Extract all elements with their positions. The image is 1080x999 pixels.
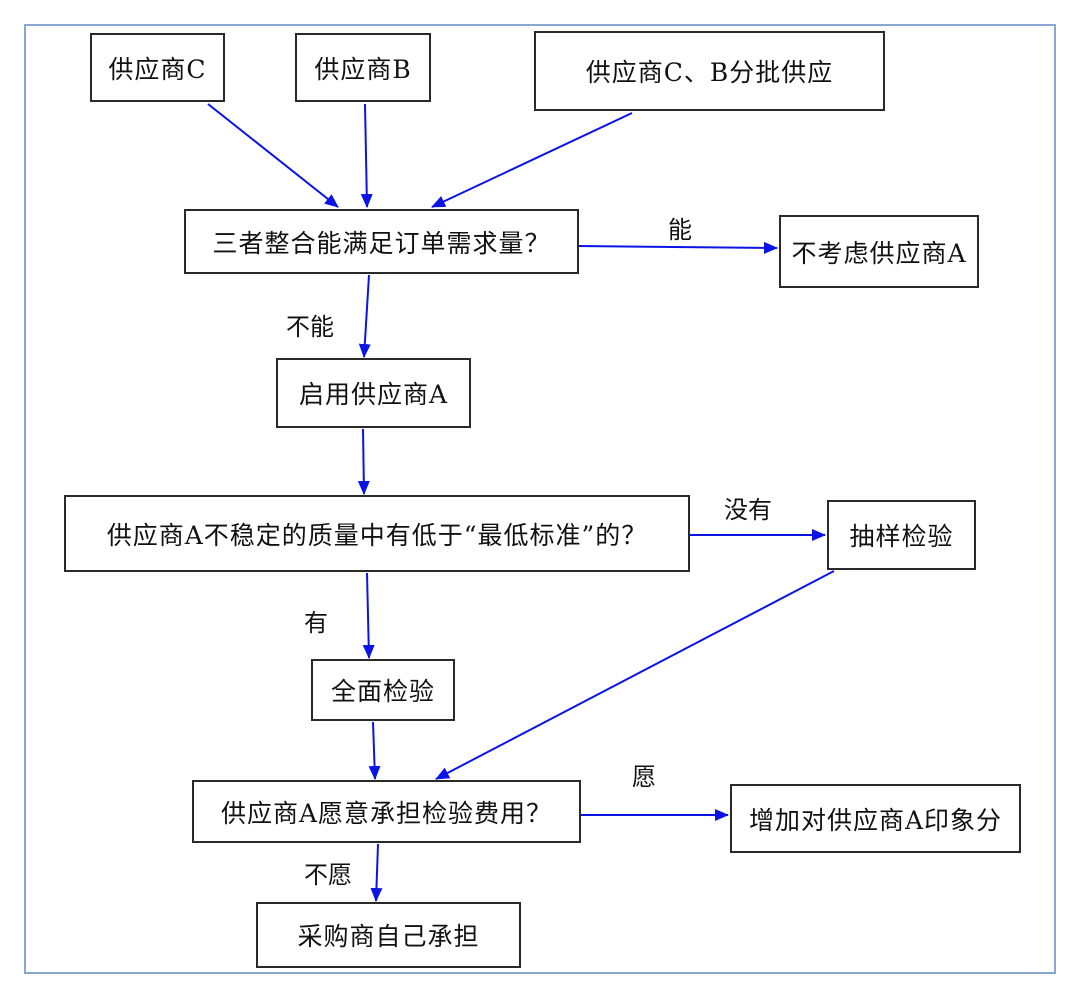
edge-label-no: 没有 (724, 496, 772, 524)
node-decision-meet-demand: 三者整合能满足订单需求量？ (184, 209, 579, 274)
edge-decision2-to-full (362, 572, 375, 659)
node-supplier-cb-batch: 供应商C、B分批供应 (534, 31, 885, 111)
node-enable-a-text: 启用供应商A (298, 380, 449, 409)
node-not-consider-a: 不考虑供应商A (779, 215, 979, 288)
edge-label-can: 能 (668, 216, 692, 244)
edge-b-to-decision1 (360, 103, 373, 208)
edge-full-to-decision3 (368, 721, 381, 780)
edge-enable-a-to-decision2 (357, 428, 370, 495)
node-supplier-c: 供应商C (90, 33, 225, 102)
edge-decision1-to-enable-a (358, 274, 371, 358)
node-supplier-c-text: 供应商C (108, 54, 207, 84)
node-increase-impression: 增加对供应商A印象分 (730, 784, 1021, 853)
edge-label-unwilling: 不愿 (304, 861, 352, 889)
node-not-consider-a-text: 不考虑供应商A (791, 238, 967, 268)
node-sample-inspection: 抽样检验 (827, 500, 976, 570)
edge-label-cannot: 不能 (286, 313, 334, 341)
node-supplier-cb-batch-text: 供应商C、B分批供应 (585, 58, 834, 87)
node-decision-quality: 供应商A不稳定的质量中有低于“最低标准”的？ (64, 495, 690, 572)
edge-label-yes: 有 (304, 609, 328, 637)
node-decision-meet-demand-text: 三者整合能满足订单需求量？ (212, 228, 551, 258)
diagram-frame (24, 24, 1056, 974)
node-decision-quality-text: 供应商A不稳定的质量中有低于“最低标准”的？ (106, 520, 648, 550)
node-enable-a: 启用供应商A (276, 358, 471, 428)
node-decision-pay-cost: 供应商A愿意承担检验费用？ (192, 780, 581, 843)
node-buyer-bears-text: 采购商自己承担 (297, 922, 480, 951)
node-sample-inspection-text: 抽样检验 (849, 522, 954, 551)
edge-sample-to-decision3 (435, 570, 835, 780)
edge-c-to-decision1 (207, 103, 339, 208)
node-full-inspection-text: 全面检验 (330, 677, 435, 706)
node-decision-pay-cost-text: 供应商A愿意承担检验费用？ (220, 798, 553, 828)
node-buyer-bears: 采购商自己承担 (256, 902, 521, 968)
node-supplier-b-text: 供应商B (314, 54, 412, 84)
node-supplier-b: 供应商B (295, 33, 431, 102)
edge-cb-to-decision1 (431, 112, 633, 208)
edge-decision1-to-not-consider (577, 241, 778, 254)
node-full-inspection: 全面检验 (311, 659, 455, 721)
edge-label-willing: 愿 (632, 763, 656, 791)
node-increase-impression-text: 增加对供应商A印象分 (748, 805, 1003, 835)
edge-decision3-to-buyer (370, 843, 383, 902)
